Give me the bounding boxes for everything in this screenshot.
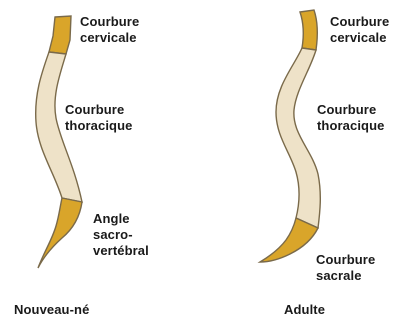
newborn-cervical-label: Courbure cervicale: [80, 14, 139, 46]
adult-cervical-segment: [300, 10, 317, 50]
newborn-angle-label: Angle sacro- vertébral: [93, 211, 149, 259]
adult-sacral-label: Courbure sacrale: [316, 252, 375, 284]
newborn-caption: Nouveau-né: [14, 302, 89, 318]
adult-caption: Adulte: [284, 302, 325, 318]
newborn-spine: [36, 16, 82, 268]
adult-thoracic-label: Courbure thoracique: [317, 102, 384, 134]
adult-thoracic-segment: [276, 48, 320, 228]
adult-spine: [260, 10, 320, 262]
adult-cervical-label: Courbure cervicale: [330, 14, 389, 46]
newborn-sacral-segment: [38, 198, 82, 268]
newborn-thoracic-label: Courbure thoracique: [65, 102, 132, 134]
adult-sacral-segment: [260, 218, 318, 262]
newborn-cervical-segment: [49, 16, 71, 54]
